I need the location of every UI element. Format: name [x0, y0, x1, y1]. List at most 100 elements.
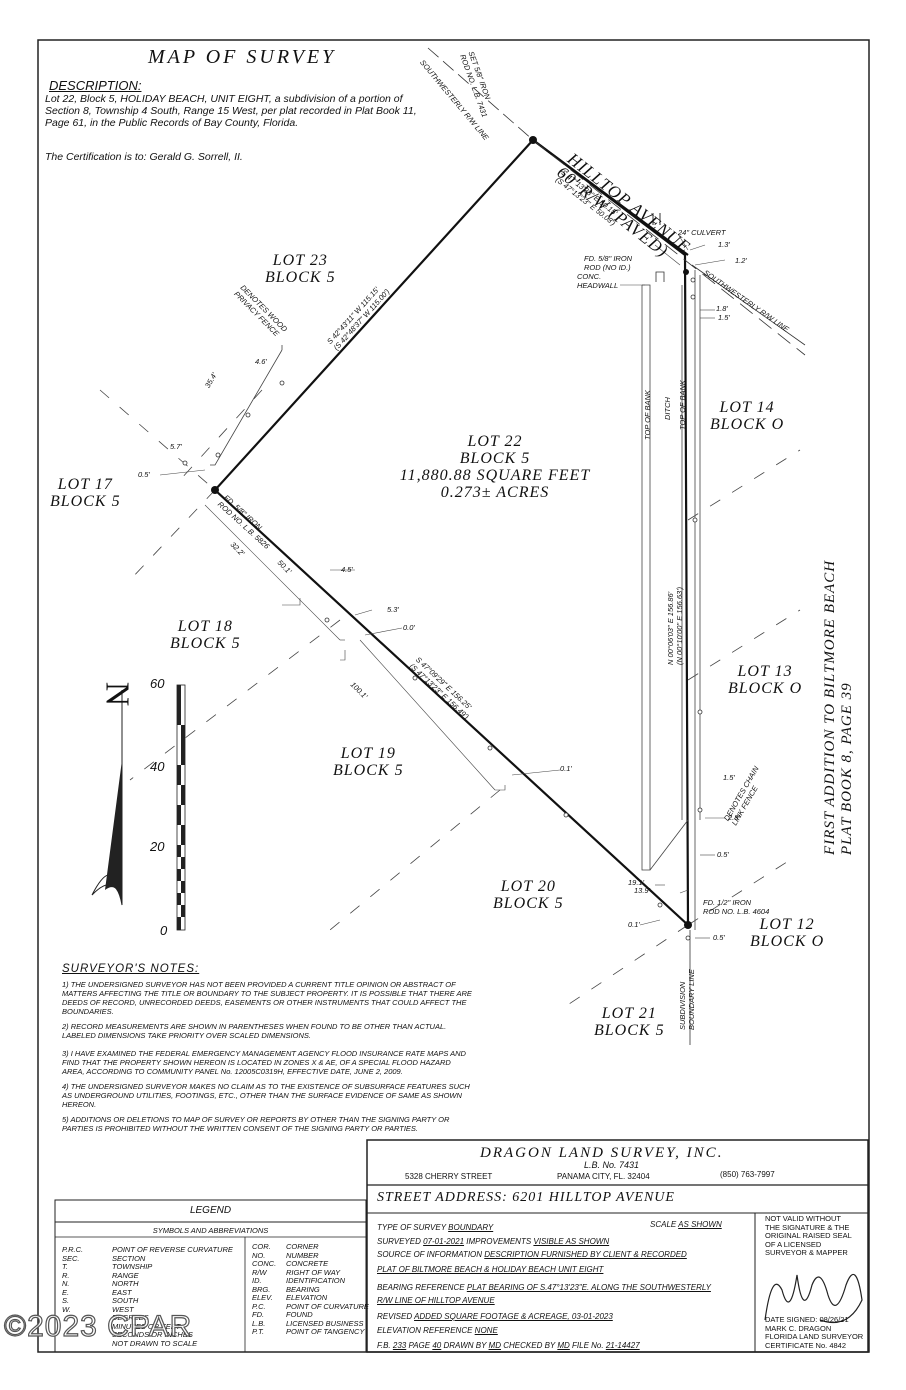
legend-row: P.C.POINT OF CURVATURE — [252, 1302, 369, 1312]
legend-left-column: P.R.C. POINT OF REVERSE CURVATURE SEC. SECT… — [62, 1245, 233, 1349]
dim-5-7: 5.7' — [170, 442, 182, 451]
scale-row: SCALE AS SHOWN — [650, 1220, 722, 1229]
ditch-label: DITCH — [663, 397, 672, 420]
dim-5-3: 5.3' — [387, 605, 399, 614]
company-phone: (850) 763-7997 — [720, 1170, 775, 1179]
dim-13-9: 13.9' — [634, 886, 651, 895]
dim-1-3: 1.3' — [718, 240, 730, 249]
legend-meaning: TOWNSHIP — [112, 1262, 153, 1271]
dim-1-5-b: 1.5' — [723, 773, 735, 782]
legend-row: MINUTES OR FEET — [62, 1321, 233, 1332]
legend-abbrev: W. — [62, 1304, 71, 1314]
note-5: 5) ADDITIONS OR DELETIONS TO MAP OF SURV… — [62, 1115, 450, 1133]
bearing-row: BEARING REFERENCE PLAT BEARING OF S.47°1… — [377, 1283, 711, 1292]
top-bank-west: TOP OF BANK — [643, 390, 652, 440]
legend-abbrev: N. — [62, 1279, 70, 1288]
company-city: PANAMA CITY, FL. 32404 — [557, 1172, 650, 1181]
legend-abbrev: CONC. — [252, 1259, 277, 1268]
fieldbook-row: F.B. 233 PAGE 40 DRAWN BY MD CHECKED BY … — [377, 1341, 640, 1350]
bearing-row-2: R/W LINE OF HILLTOP AVENUE — [377, 1296, 495, 1305]
dim-1-8: 1.8' — [716, 304, 728, 313]
legend-meaning: WEST — [112, 1304, 134, 1314]
legend-meaning: CORNER — [286, 1242, 319, 1251]
legend-abbrev: NO. — [252, 1250, 266, 1260]
legend-meaning: SECTION — [112, 1253, 146, 1263]
legend-row: ID.IDENTIFICATION — [252, 1276, 369, 1286]
watermark: ©2023 CPAR — [3, 1309, 193, 1343]
dim-0-0: 0.0' — [403, 623, 415, 632]
dim-19-1: 19.1' — [628, 878, 645, 887]
legend-abbrev: L.B. — [252, 1318, 266, 1328]
legend-row: CONC. CONCRETE — [252, 1259, 369, 1269]
company-address: 5328 CHERRY STREET — [405, 1172, 493, 1181]
legend-meaning: RIGHT OF WAY — [286, 1267, 341, 1277]
legend-meaning: NUMBER — [286, 1250, 319, 1260]
legend-meaning: CONCRETE — [286, 1259, 329, 1268]
company-name: DRAGON LAND SURVEY, INC. — [480, 1145, 724, 1161]
legend-meaning: SECONDS OR INCHES — [112, 1330, 193, 1339]
company-lb: L.B. No. 7431 — [584, 1160, 640, 1170]
dim-0-1-a: 0.1' — [560, 764, 572, 773]
legend-row: T. TOWNSHIP — [62, 1262, 233, 1272]
dim-4-6: 4.6' — [255, 357, 267, 366]
legend-meaning: MINUTES OR FEET — [112, 1321, 181, 1331]
legend-subtitle: SYMBOLS AND ABBREVIATIONS — [152, 1226, 269, 1235]
dim-1-2: 1.2' — [735, 256, 747, 265]
description-text: Lot 22, Block 5, HOLIDAY BEACH, UNIT EIG… — [45, 93, 417, 129]
legend-meaning: ELEVATION — [286, 1293, 328, 1302]
scale-tick-0: 0 — [160, 923, 168, 938]
note-2: 2) RECORD MEASUREMENTS ARE SHOWN IN PARE… — [62, 1022, 447, 1040]
headwall-label: CONC.HEADWALL — [577, 272, 619, 290]
legend-row: W. WEST — [62, 1304, 233, 1315]
legend-row: P.R.C. POINT OF REVERSE CURVATURE — [62, 1245, 233, 1255]
dim-0-5-w: 0.5' — [138, 470, 150, 479]
legend-row: L.B.LICENSED BUSINESS — [252, 1318, 369, 1329]
legend-row: R.RANGE — [62, 1271, 233, 1281]
legend-abbrev: S. — [62, 1296, 70, 1305]
legend-row: E.EAST — [62, 1287, 233, 1298]
legend-row: DEGREES — [62, 1313, 233, 1323]
legend-meaning: POINT OF TANGENCY — [286, 1327, 365, 1336]
legend-abbrev: E. — [62, 1287, 70, 1297]
top-bank-east: TOP OF BANK — [678, 380, 687, 430]
legend-meaning: POINT OF REVERSE CURVATURE — [112, 1245, 233, 1254]
legend-row: NOT DRAWN TO SCALE — [62, 1339, 233, 1349]
legend-row: COR. CORNER — [252, 1242, 369, 1252]
notes-heading: SURVEYOR'S NOTES: — [62, 963, 200, 975]
description-heading: DESCRIPTION: — [49, 78, 142, 93]
legend-abbrev: P.T. — [252, 1327, 265, 1336]
legend-abbrev: SEC. — [62, 1253, 80, 1263]
dim-0-1-b: 0.1' — [628, 920, 640, 929]
note-1: 1) THE UNDERSIGNED SURVEYOR HAS NOT BEEN… — [62, 980, 472, 1016]
scale-tick-60: 60 — [150, 676, 165, 691]
legend-row: BRG. BEARING — [252, 1284, 369, 1295]
note-4: 4) THE UNDERSIGNED SURVEYOR MAKES NO CLA… — [62, 1082, 470, 1109]
legend-abbrev: COR. — [252, 1242, 271, 1251]
north-arrow-letter: N — [98, 681, 136, 707]
legend-title: LEGEND — [189, 1205, 232, 1216]
revised-row: REVISED ADDED SQUARE FOOTAGE & ACREAGE, … — [377, 1312, 613, 1321]
legend-abbrev: BRG. — [252, 1284, 271, 1294]
legend-abbrev: T. — [62, 1262, 68, 1271]
dim-1-5: 1.5' — [718, 313, 730, 322]
dim-0-5-a: 0.5' — [717, 850, 729, 859]
elevation-row: ELEVATION REFERENCE NONE — [377, 1326, 498, 1335]
certification-text: The Certification is to: Gerald G. Sorre… — [45, 151, 243, 163]
legend-abbrev: P.R.C. — [62, 1245, 84, 1254]
legend-meaning: BEARING — [286, 1284, 320, 1294]
legend-row: SEC. SECTION — [62, 1253, 233, 1264]
